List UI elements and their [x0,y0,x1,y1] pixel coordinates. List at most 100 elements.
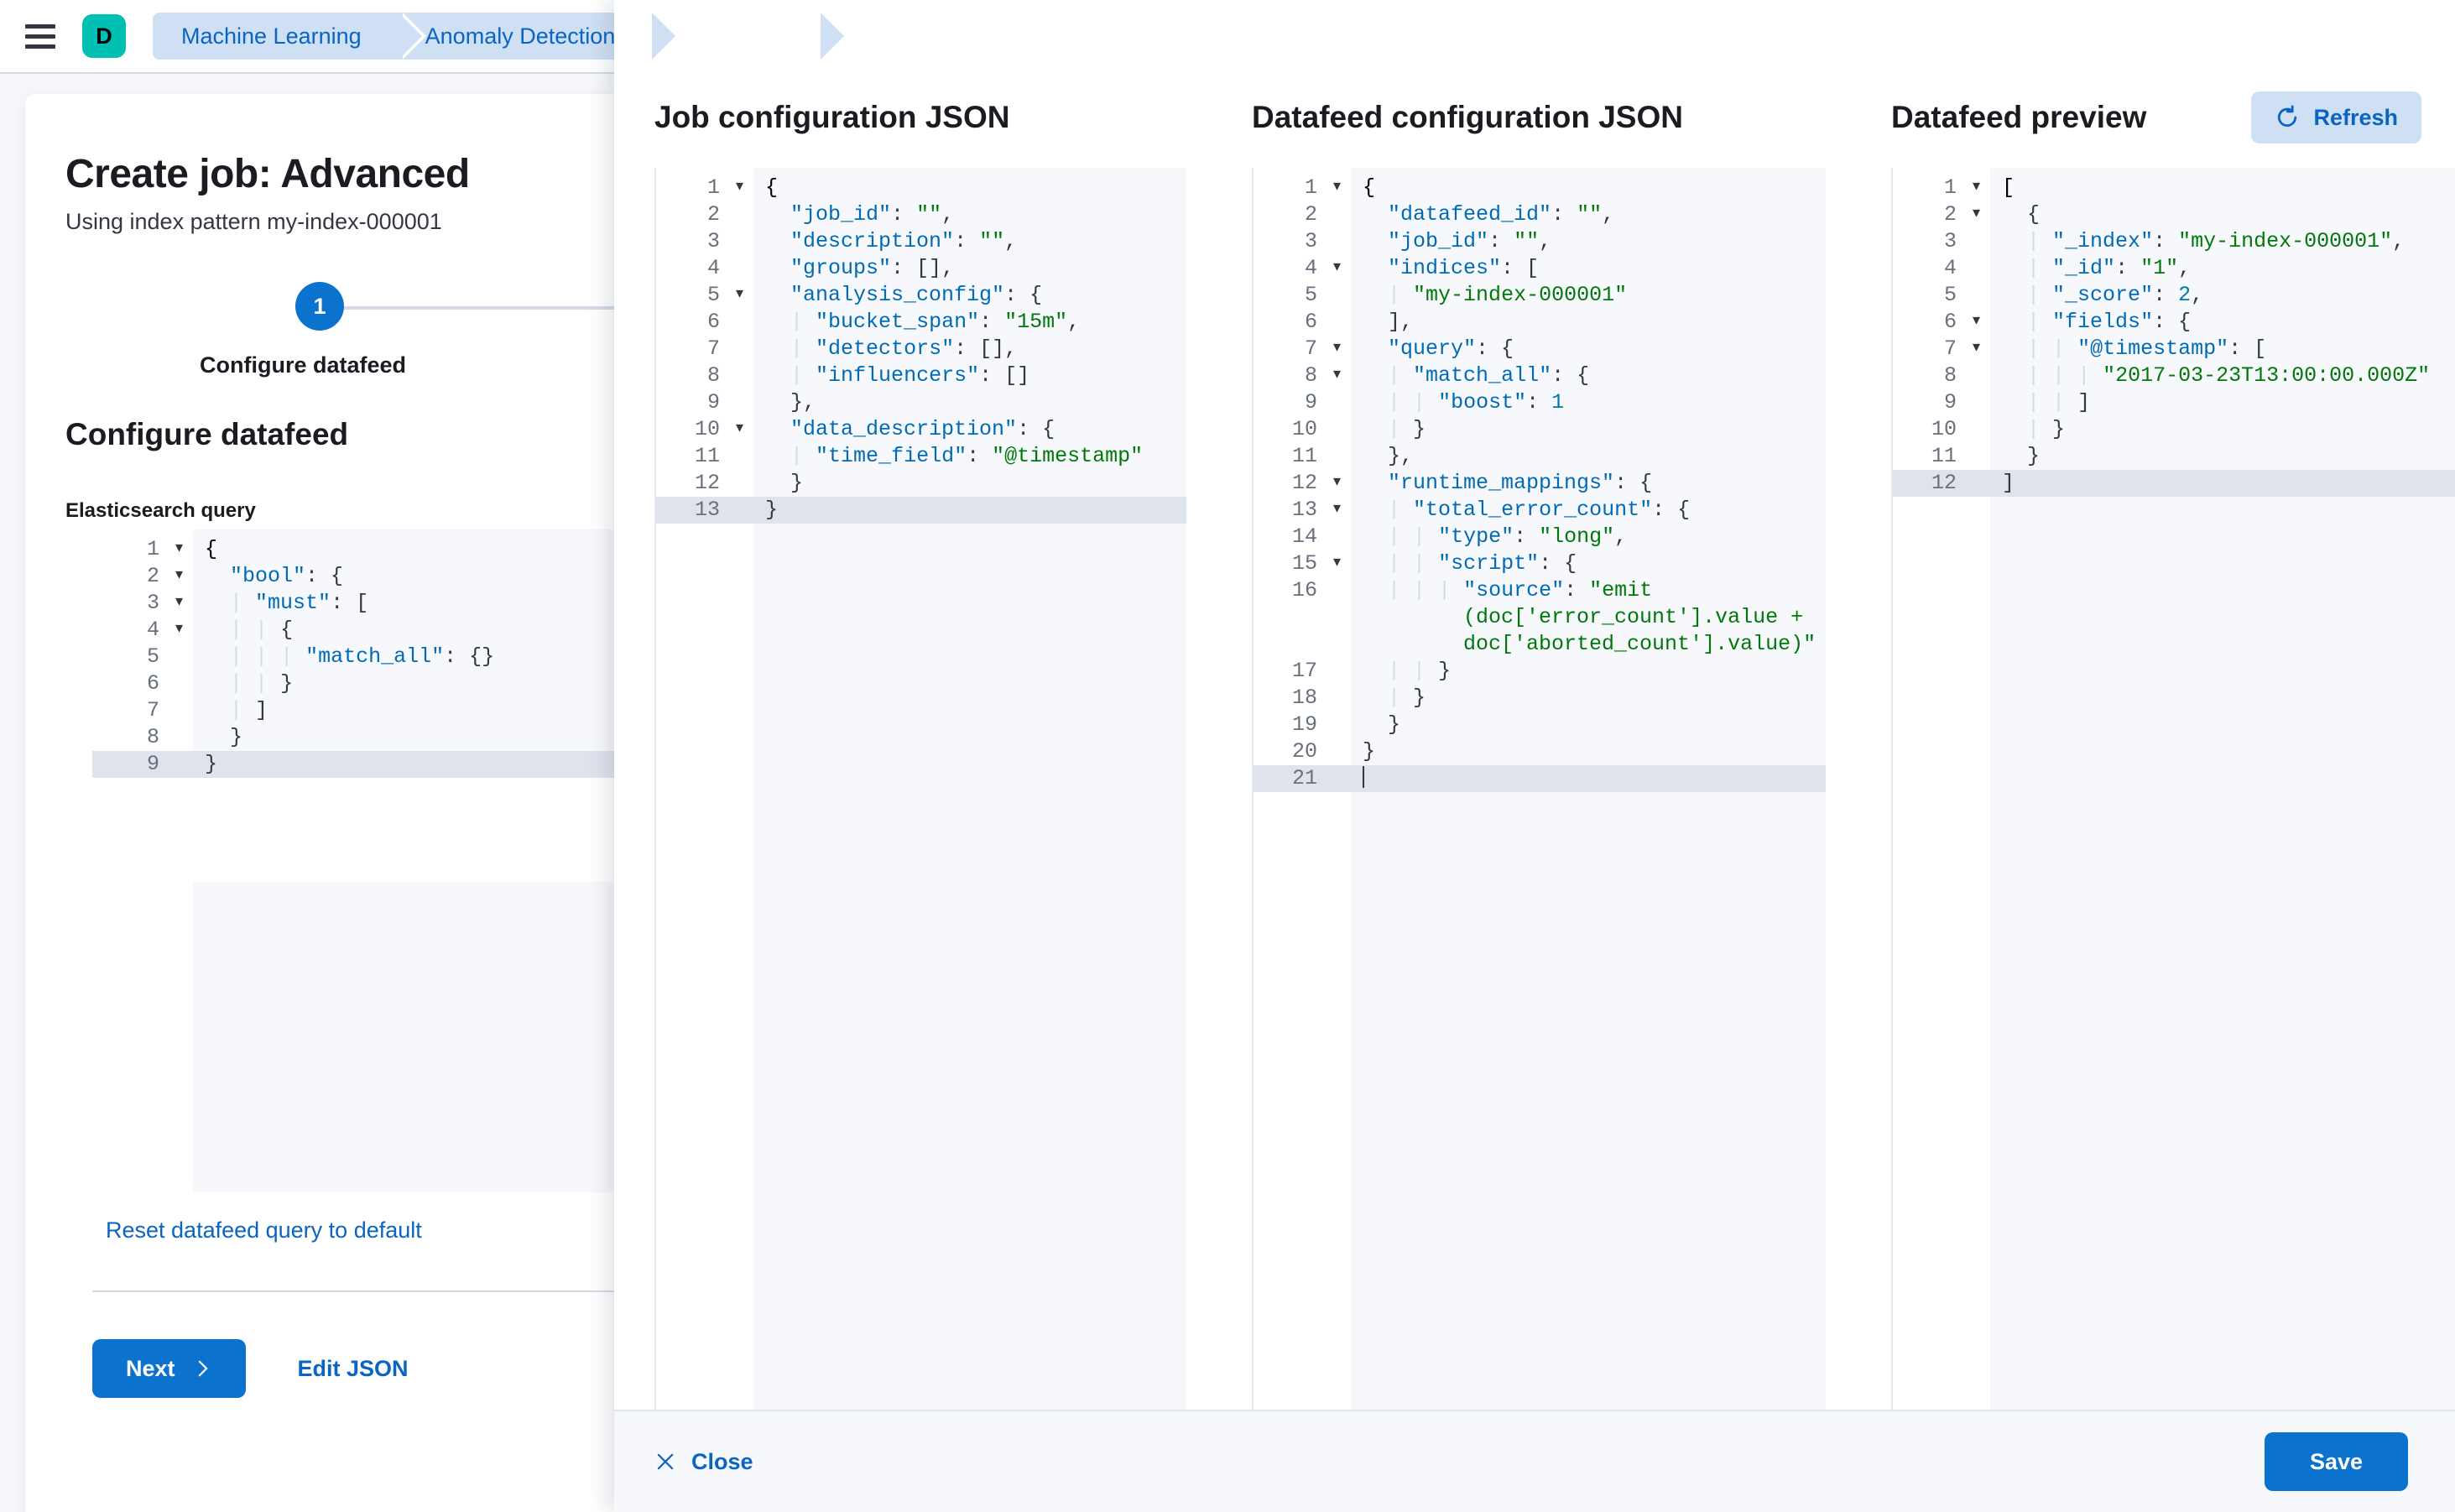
code-line[interactable]: | } [1388,686,1426,710]
datafeed-configuration-column: Datafeed configuration JSON 123456789101… [1212,91,1851,1410]
gutter-line: 13 [656,497,753,524]
code-line[interactable]: | | | "2017-03-23T13:00:00.000Z" [2027,363,2431,388]
gutter-line: 3 [1304,229,1317,253]
gutter-line: 6 [1893,308,1990,336]
save-button[interactable]: Save [2264,1432,2408,1491]
code-line[interactable]: | "_score": 2, [2027,283,2204,307]
refresh-button-label: Refresh [2313,104,2398,130]
gutter-line: 7 [706,336,720,361]
chevron-right-icon [198,1360,208,1377]
code-line[interactable]: { [2027,202,2041,227]
breadcrumb-item-anomaly-detection[interactable]: Anomaly Detection [398,13,680,60]
close-button-label: Close [691,1448,753,1474]
code-line[interactable]: | | "boost": 1 [1388,390,1565,414]
code-line[interactable]: | } [1388,417,1426,441]
code-line[interactable]: "job_id": "", [790,202,955,227]
code-line[interactable]: | | } [1388,659,1452,683]
refresh-button[interactable]: Refresh [2251,91,2421,143]
stepper-step-1[interactable]: 1 [295,282,344,331]
code-line[interactable]: | | { [230,618,294,642]
code-line[interactable]: } [790,471,804,495]
gutter-line: 5 [1943,283,1957,307]
code-line[interactable]: | "bucket_span": "15m", [790,310,1081,334]
datafeed-configuration-editor[interactable]: 123456789101112131415161718192021 { "dat… [1252,168,1826,1410]
gutter-line: 7 [1254,335,1351,362]
gutter-line: 5 [656,281,753,309]
code-line[interactable]: | | | "source": "emit (doc['error_count'… [1388,578,1816,656]
code-line[interactable]: "description": "", [790,229,1018,253]
code-line[interactable]: "runtime_mappings": { [1388,471,1653,495]
code-line[interactable]: } [1363,739,1376,764]
space-avatar[interactable]: D [82,14,126,58]
code-line[interactable]: { [205,537,218,561]
code-line[interactable]: } [1388,712,1401,737]
gutter-line: 15 [1254,550,1351,577]
code-line[interactable]: | "must": [ [230,591,369,615]
editor-code[interactable]: { "datafeed_id": "", "job_id": "", "indi… [1351,168,1826,1410]
code-line[interactable] [1351,765,1826,792]
code-line[interactable]: ], [1388,310,1414,334]
code-line[interactable]: }, [790,390,816,414]
code-line[interactable]: "analysis_config": { [790,283,1043,307]
code-line[interactable]: | "fields": { [2027,310,2192,334]
gutter-line: 7 [1893,335,1990,362]
next-button[interactable]: Next [92,1339,246,1398]
datafeed-configuration-title: Datafeed configuration JSON [1252,100,1683,134]
code-line[interactable]: | "total_error_count": { [1388,498,1691,522]
code-line[interactable]: | | "script": { [1388,551,1577,576]
gutter-line: 10 [1291,417,1317,441]
code-line[interactable]: | "_id": "1", [2027,256,2192,280]
code-line[interactable]: | | "@timestamp": [ [2027,336,2267,361]
code-line[interactable]: } [2027,444,2041,468]
gutter-line: 3 [706,229,720,253]
footer-divider [92,1290,1116,1292]
gutter-line: 5 [146,644,159,669]
code-line[interactable]: "query": { [1388,336,1514,361]
hamburger-menu-icon[interactable] [25,18,60,54]
code-line[interactable]: [ [2002,175,2015,200]
gutter-line: 18 [1291,686,1317,710]
code-line[interactable]: "job_id": "", [1388,229,1552,253]
gutter-line: 2 [1893,201,1990,228]
code-line[interactable]: | "match_all": { [1388,363,1590,388]
code-line[interactable]: { [1363,175,1376,200]
code-line[interactable]: | "my-index-000001" [1388,283,1628,307]
code-line[interactable]: "bool": { [230,564,344,588]
gutter-line: 2 [1304,202,1317,227]
gutter-line: 9 [706,390,720,414]
reset-datafeed-query-link[interactable]: Reset datafeed query to default [106,1217,422,1243]
code-line[interactable]: | ] [230,698,268,722]
code-line[interactable]: } [230,725,243,749]
code-line[interactable]: "indices": [ [1388,256,1540,280]
page-subtitle: Using index pattern my-index-000001 [65,209,442,234]
edit-json-button[interactable]: Edit JSON [297,1355,409,1381]
code-line[interactable]: "data_description": { [790,417,1055,441]
code-line[interactable]: | "_index": "my-index-000001", [2027,229,2405,253]
gutter-line: 1 [1254,174,1351,201]
code-line[interactable]: | "detectors": [], [790,336,1018,361]
code-line[interactable]: "groups": [], [790,256,955,280]
gutter-line: 2 [92,562,193,590]
code-line[interactable]: ] [1990,470,2455,497]
next-button-label: Next [126,1355,175,1381]
editor-code[interactable]: { "job_id": "", "description": "", "grou… [753,168,1186,1410]
code-line[interactable]: | "influencers": [] [790,363,1030,388]
code-line[interactable]: | | ] [2027,390,2091,414]
code-line[interactable]: "datafeed_id": "", [1388,202,1615,227]
code-line[interactable]: } [753,497,1186,524]
code-line[interactable]: { [765,175,779,200]
code-line[interactable]: | } [2027,417,2066,441]
gutter-line: 16 [1291,578,1317,602]
code-line[interactable]: | | "type": "long", [1388,524,1628,549]
editor-code[interactable]: [ { | "_index": "my-index-000001", | "_i… [1990,168,2455,1410]
datafeed-preview-title: Datafeed preview [1891,100,2147,134]
code-line[interactable]: | | } [230,671,294,696]
gutter-line: 11 [694,444,720,468]
job-configuration-editor[interactable]: 12345678910111213 { "job_id": "", "descr… [654,168,1186,1410]
datafeed-preview-editor[interactable]: 123456789101112 [ { | "_index": "my-inde… [1891,168,2455,1410]
code-line[interactable]: }, [1388,444,1414,468]
breadcrumb-item-machine-learning[interactable]: Machine Learning [153,13,426,60]
close-button[interactable]: Close [654,1449,753,1475]
code-line[interactable]: | | | "match_all": {} [230,644,495,669]
code-line[interactable]: | "time_field": "@timestamp" [790,444,1144,468]
